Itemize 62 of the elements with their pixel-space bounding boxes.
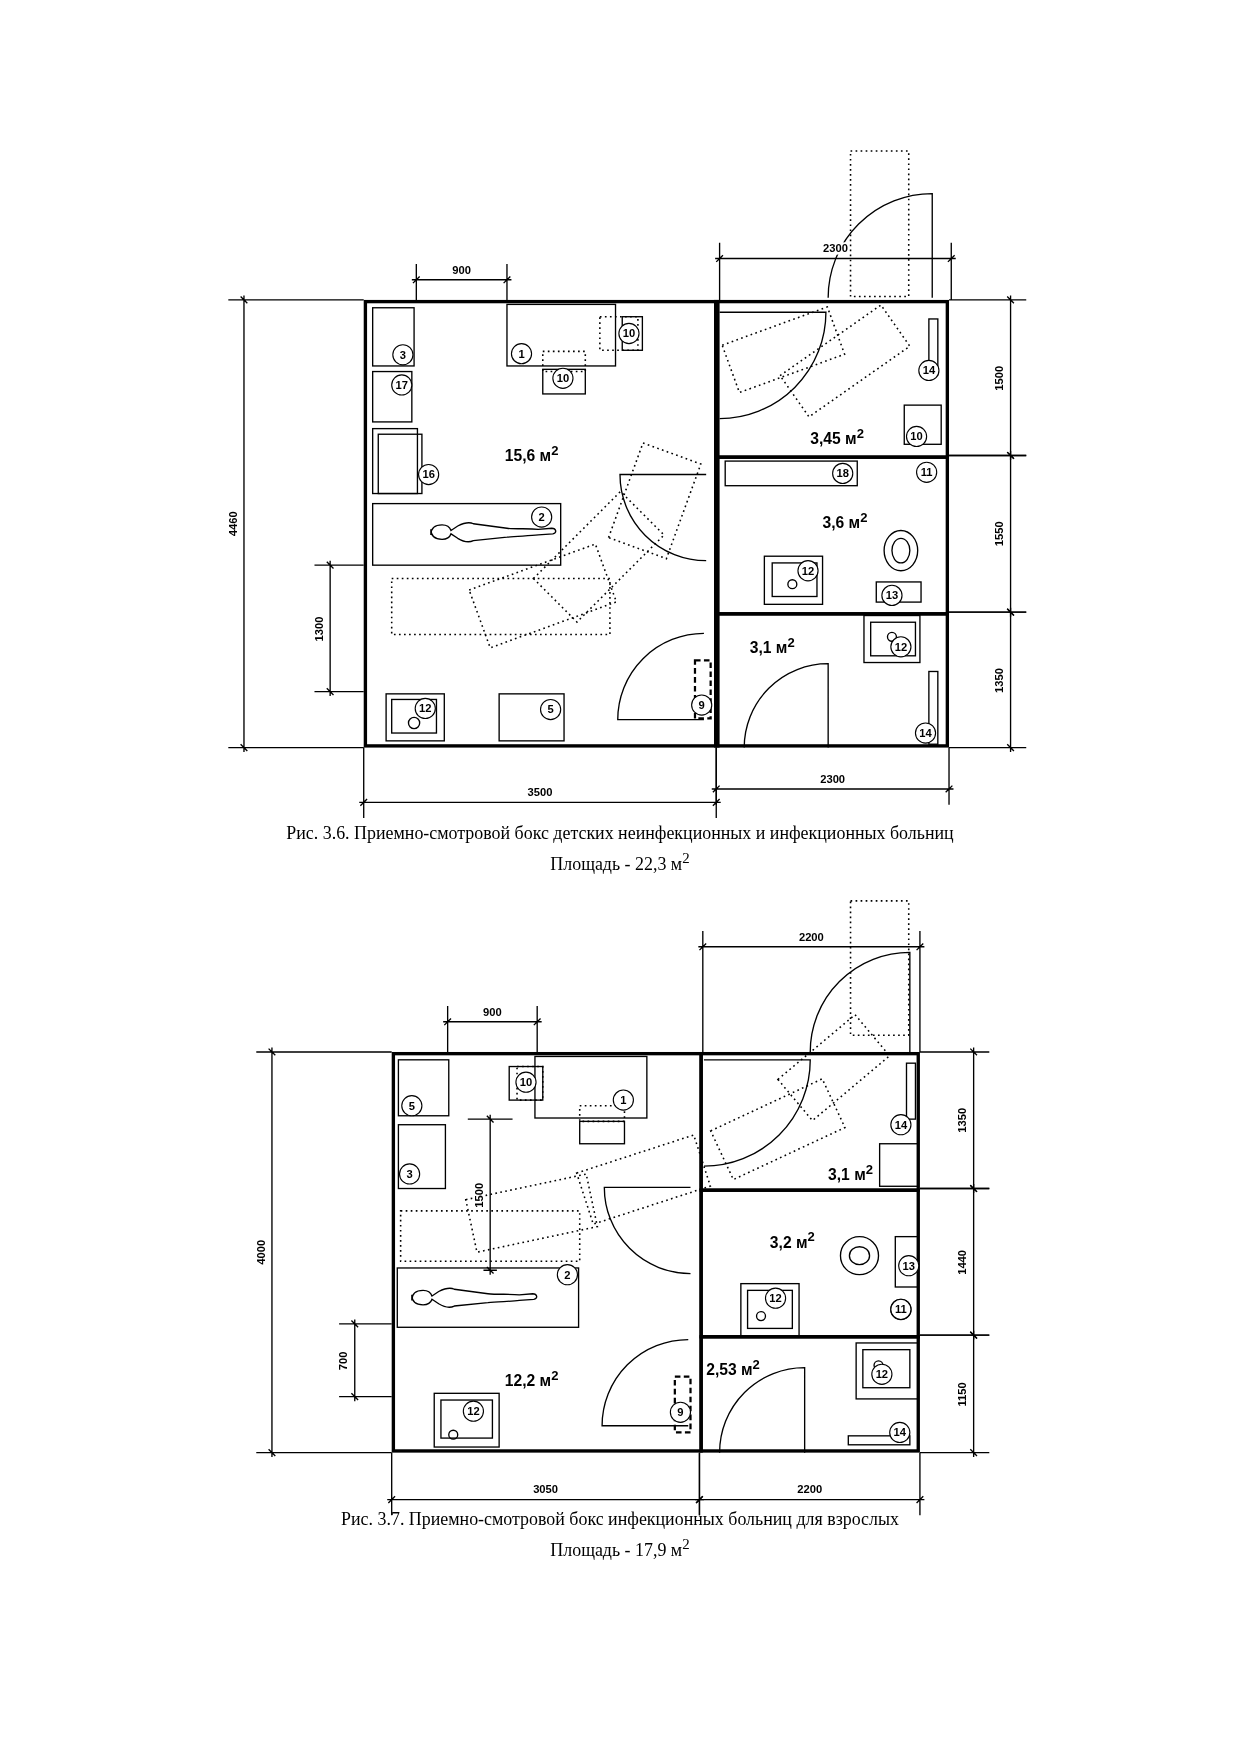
dimension-label: 1440 (956, 1248, 969, 1276)
dimension-label: 1500 (472, 1181, 486, 1209)
room-area-label: 2,53 м$^{2}$ (706, 1356, 760, 1379)
dimension-label: 3050 (532, 1483, 560, 1496)
callout-number: 10 (515, 1071, 537, 1093)
figure-caption: Рис. 3.6. Приемно-смотровой бокс детских неинфекционных и инфекционных больниц (286, 823, 954, 844)
dimension-label: 2300 (821, 242, 849, 255)
callout-number: 3 (398, 1163, 421, 1185)
callout-number: 5 (401, 1095, 423, 1117)
callout-number: 12 (414, 697, 436, 720)
dimension-label: 900 (451, 263, 473, 276)
callout-number: 12 (797, 560, 819, 582)
room-area-label: 12,2 м$^{2}$ (504, 1367, 559, 1390)
callout-number: 14 (890, 1114, 912, 1136)
callout-number: 10 (905, 425, 928, 448)
dimension-label: 1150 (956, 1380, 969, 1408)
callout-number: 12 (764, 1287, 787, 1309)
figure-caption: Рис. 3.7. Приемно-смотровой бокс инфекционных больниц для взрослых (341, 1509, 899, 1530)
callout-number: 14 (889, 1421, 911, 1444)
callout-number: 10 (618, 322, 640, 345)
room-area-label: 15,6 м$^{2}$ (504, 442, 559, 465)
callout-number: 2 (531, 506, 553, 528)
callout-number: 1 (510, 343, 533, 365)
dimension-label: 1350 (993, 666, 1006, 694)
callout-number: 12 (462, 1400, 484, 1422)
dimension-label: 900 (481, 1005, 503, 1018)
dimension-label: 4000 (254, 1238, 267, 1266)
room-area-label: 3,1 м$^{2}$ (828, 1161, 874, 1184)
room-area-label: 3,45 м$^{2}$ (810, 425, 864, 448)
room-area-label: 3,1 м$^{2}$ (749, 634, 795, 657)
dimension-label: 1500 (993, 364, 1006, 392)
callout-number: 17 (391, 374, 413, 396)
callout-number: 14 (918, 359, 940, 382)
callout-number: 18 (832, 462, 854, 484)
room-area-label: 3,6 м$^{2}$ (822, 509, 868, 532)
callout-number: 3 (392, 344, 414, 366)
dimension-label: 1300 (312, 614, 326, 642)
callout-number: 14 (914, 722, 937, 744)
room-area-label: 3,2 м$^{2}$ (769, 1229, 815, 1251)
callout-number: 10 (552, 367, 574, 389)
dimension-label: 3500 (526, 786, 554, 799)
callout-number: 5 (540, 698, 562, 721)
callout-number: 11 (890, 1298, 912, 1320)
callout-number: 12 (890, 636, 912, 658)
callout-number: 9 (691, 694, 713, 716)
dimension-label: 700 (337, 1349, 350, 1371)
dimension-label: 4460 (226, 510, 239, 538)
dimension-label: 2200 (797, 930, 825, 943)
figure-caption: Площадь - 22,3 м$^{2}$ (550, 849, 690, 875)
callout-number: 9 (669, 1401, 692, 1423)
dimension-label: 1350 (956, 1106, 969, 1134)
dimension-label: 2300 (819, 772, 847, 786)
callout-number: 2 (556, 1264, 579, 1286)
dimension-label: 1550 (993, 520, 1006, 548)
callout-number: 13 (898, 1255, 920, 1277)
callout-number: 16 (418, 463, 440, 486)
callout-number: 12 (871, 1363, 893, 1385)
callout-number: 1 (612, 1089, 634, 1111)
callout-number: 11 (916, 461, 938, 483)
callout-number: 13 (881, 584, 903, 606)
figure-caption: Площадь - 17,9 м$^{2}$ (550, 1535, 690, 1561)
dimension-label: 2200 (796, 1483, 824, 1496)
